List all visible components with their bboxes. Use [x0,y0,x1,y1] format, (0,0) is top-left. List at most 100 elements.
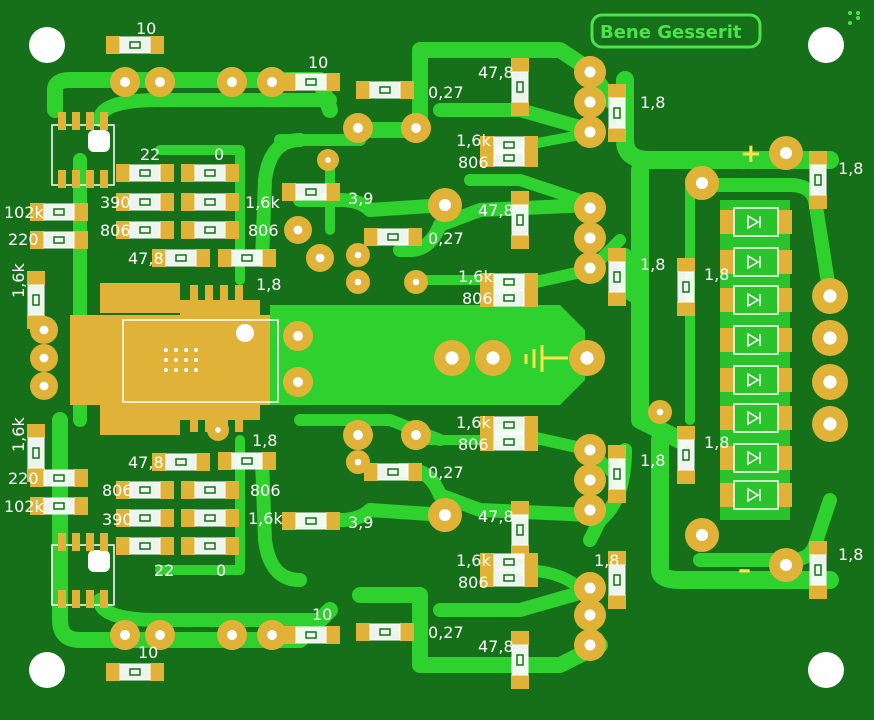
label-r-18-bot-c: 1,8 [252,431,277,450]
label-r-16k-4: 1,6k [456,551,491,570]
smd-resistor [511,58,529,116]
label-r-18-8: 1,8 [838,545,863,564]
smd-resistor [181,193,239,211]
smd-resistor [106,663,164,681]
through-hole-pad [30,344,58,372]
thermal-vias [164,348,198,372]
label-r-102k-bot: 102k [4,497,45,516]
smd-resistor [480,289,538,307]
label-r-806-bot-a: 806 [102,481,133,500]
label-r-18-6: 1,8 [704,433,729,452]
label-r-478-3: 47,8 [478,507,514,526]
smd-resistor [282,73,340,91]
through-hole-pad [346,270,370,294]
diode-bridge [720,207,792,510]
label-r-806-1: 806 [458,153,489,172]
label-r-18-4: 1,8 [704,265,729,284]
smd-resistor [116,481,174,499]
through-hole-pad [428,498,462,532]
through-hole-pad [404,270,428,294]
label-r-102k-top: 102k [4,203,45,222]
label-r-390-top: 390 [100,193,131,212]
label-r-39-top: 3,9 [348,189,373,208]
through-hole-pad [574,116,606,148]
label-r-478-2: 47,8 [478,201,514,220]
ground-pour [270,305,585,405]
label-r-10-bot-left: 10 [138,643,158,662]
diode [720,443,792,473]
through-hole-pad [317,149,339,171]
smd-resistor [480,416,538,434]
smd-resistor [116,221,174,239]
smd-resistor [30,497,88,515]
through-hole-pad [401,420,431,450]
through-hole-pad [217,620,247,650]
smd-resistor [677,258,695,316]
through-hole-pad [812,320,848,356]
through-hole-pad [574,192,606,224]
through-hole-pad [145,67,175,97]
label-r-18-top-c: 1,8 [256,275,281,294]
label-r-18-3: 1,8 [640,255,665,274]
smd-resistor [608,551,626,609]
smd-resistor [181,481,239,499]
through-hole-pad [812,406,848,442]
smd-resistor [181,537,239,555]
label-r-806-top-b: 806 [248,221,279,240]
silkscreen-labels: 10 10 0,27 47,8 1,8 1,6k 806 1,8 22 0 10… [4,19,863,662]
label-r-39-bot: 3,9 [348,513,373,532]
through-hole-pads [30,56,848,661]
smd-resistor [608,445,626,503]
mount-hole-bottom-left [29,652,65,688]
through-hole-pad [401,113,431,143]
transistor-via [236,324,254,342]
label-r-027-4: 0,27 [428,623,464,642]
smd-resistor [30,231,88,249]
label-r-16k-3: 1,6k [456,413,491,432]
mount-hole-top-right [808,27,844,63]
smd-resistor [282,512,340,530]
label-r-806-3: 806 [458,435,489,454]
fiducial-dots [848,11,860,25]
smd-resistor [181,509,239,527]
through-hole-pad [343,113,373,143]
label-r-16k-top-a: 1,6k [245,193,280,212]
ground-symbol [524,345,568,372]
smd-resistor [116,164,174,182]
smd-resistors [27,36,827,689]
smd-resistor [152,453,210,471]
diode [720,325,792,355]
label-r-806-top-a: 806 [100,221,131,240]
label-r-220-top: 220 [8,230,39,249]
smd-resistor [116,193,174,211]
power-transistor [70,283,270,435]
smd-resistor [608,248,626,306]
smd-resistor [282,626,340,644]
through-hole-pad [475,340,511,376]
through-hole-pad [145,620,175,650]
label-r-806-2: 806 [462,289,493,308]
label-r-10-bot-mid: 10 [312,605,332,624]
smd-resistor [181,164,239,182]
smd-resistor [608,84,626,142]
through-hole-pad [346,243,370,267]
label-r-16k-bot-a: 1,6k [248,509,283,528]
label-r-18-2: 1,8 [838,159,863,178]
through-hole-pad [574,572,606,604]
label-r-22-top: 22 [140,145,160,164]
label-r-10-top-mid: 10 [308,53,328,72]
through-hole-pad [574,599,606,631]
smd-resistor [181,221,239,239]
label-r-16k-left-bot: 1,6k [9,417,28,452]
mount-hole-bottom-right [808,652,844,688]
rectifier-pour [720,200,790,520]
smd-resistor [218,452,276,470]
diode [720,480,792,510]
smd-resistor [809,541,827,599]
smd-resistor [511,631,529,689]
smd-resistor [511,501,529,559]
diode [720,403,792,433]
mount-hole-top-left [29,27,65,63]
label-r-18-5: 1,8 [640,451,665,470]
